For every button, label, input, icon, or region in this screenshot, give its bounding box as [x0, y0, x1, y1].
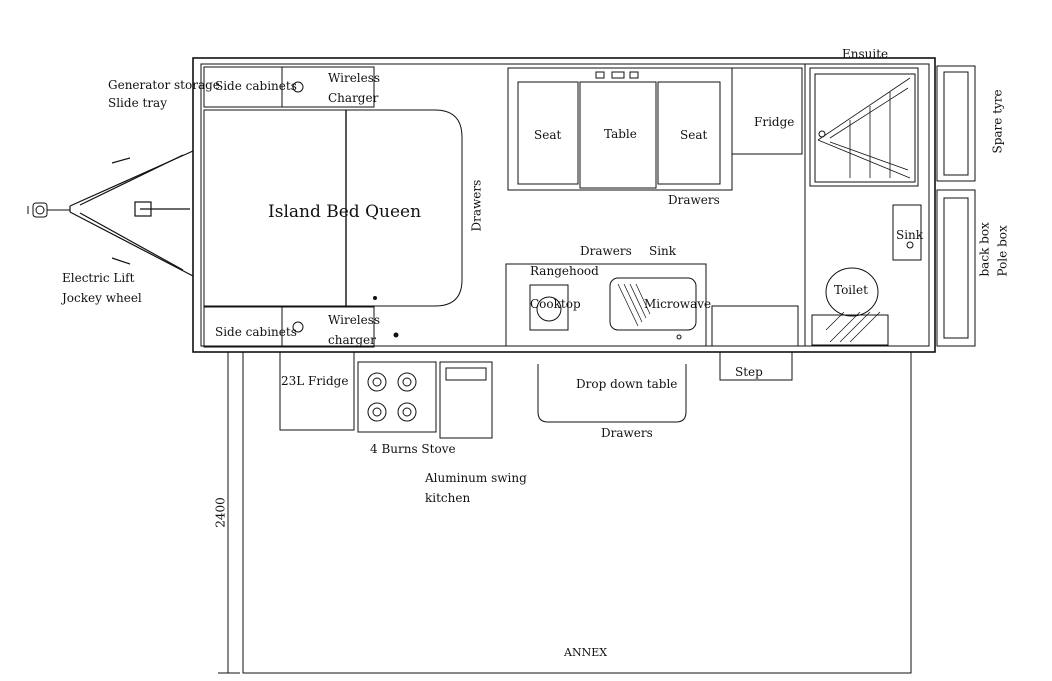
- label-drawers-dinette: Drawers: [668, 193, 720, 207]
- label-side-cabinets-bottom: Side cabinets: [215, 325, 297, 339]
- label-toilet: Toilet: [834, 283, 868, 297]
- label-charger-top: Charger: [328, 91, 379, 105]
- seat-left: [517, 81, 579, 185]
- entry-landing: [711, 305, 799, 347]
- label-drawers-kitchen: Drawers: [580, 244, 632, 258]
- seat-right: [657, 81, 721, 185]
- label-charger-bottom: charger: [328, 333, 376, 347]
- jockey-wheel-icon: [27, 202, 70, 218]
- label-annex: ANNEX: [564, 646, 608, 659]
- label-side-cabinets-top: Side cabinets: [215, 79, 297, 93]
- side-cabinets-bottom: [203, 306, 375, 348]
- label-fridge: Fridge: [754, 115, 795, 129]
- label-swing-kitchen-1: Aluminum swing: [425, 471, 527, 485]
- label-drop-down-table: Drop down table: [576, 377, 678, 391]
- annex-outline: [242, 351, 912, 674]
- van-body-outline: [192, 57, 936, 353]
- label-23l-fridge: 23L Fridge: [281, 374, 349, 388]
- island-bed: [203, 109, 463, 307]
- label-seat-right: Seat: [680, 128, 708, 142]
- label-drawers-vertical: Drawers: [469, 179, 484, 232]
- label-step: Step: [735, 365, 763, 379]
- label-generator-storage: Generator storage: [108, 78, 220, 92]
- ensuite-sink: [892, 204, 922, 261]
- ensuite-shower: [809, 67, 919, 187]
- label-stove: 4 Burns Stove: [370, 442, 456, 456]
- label-electric-lift: Electric Lift: [62, 271, 135, 285]
- kitchen-sink: [609, 277, 697, 331]
- drop-down-table: [537, 364, 687, 423]
- label-swing-kitchen-2: kitchen: [425, 491, 471, 505]
- side-cabinets-top: [203, 66, 375, 108]
- label-seat-left: Seat: [534, 128, 562, 142]
- back-box: [936, 189, 976, 347]
- a-frame-drawbar: [69, 150, 194, 277]
- swing-kitchen-unit: [439, 361, 493, 439]
- label-sink-kitchen: Sink: [649, 244, 677, 258]
- kitchen-bench: [505, 263, 707, 347]
- label-sink-ensuite: Sink: [896, 228, 924, 242]
- label-ensuite: Ensuite: [842, 47, 889, 61]
- label-rangehood: Rangehood: [530, 264, 599, 278]
- entry-step: [719, 351, 793, 381]
- label-slide-tray: Slide tray: [108, 96, 167, 110]
- label-table: Table: [604, 127, 637, 141]
- stove-unit: [357, 361, 437, 433]
- label-pole-box: Pole box: [995, 225, 1010, 277]
- label-spare-tyre: Spare tyre: [990, 89, 1005, 154]
- label-drawers-outdoor: Drawers: [601, 426, 653, 440]
- shower-tray-icon: [817, 77, 911, 179]
- outdoor-fridge: [279, 351, 355, 431]
- dinette-table: [579, 81, 657, 189]
- label-jockey-wheel: Jockey wheel: [62, 291, 142, 305]
- label-cooktop: Cooktop: [530, 297, 581, 311]
- fridge-unit: [731, 67, 803, 155]
- label-microwave: Microwave: [644, 297, 712, 311]
- label-dimension: 2400: [213, 497, 228, 528]
- charger-icon: [292, 81, 304, 93]
- label-wireless-bottom: Wireless: [328, 313, 381, 327]
- burner-icons: [367, 372, 417, 422]
- toilet-bowl: [825, 267, 879, 317]
- cooktop-unit: [529, 284, 569, 331]
- label-wireless-top: Wireless: [328, 71, 381, 85]
- toilet-cistern: [811, 314, 889, 346]
- label-back-box: back box: [977, 222, 992, 277]
- spare-tyre-box: [936, 65, 976, 182]
- sink-drainer-icon: [617, 283, 651, 327]
- label-island-bed: Island Bed Queen: [268, 202, 422, 222]
